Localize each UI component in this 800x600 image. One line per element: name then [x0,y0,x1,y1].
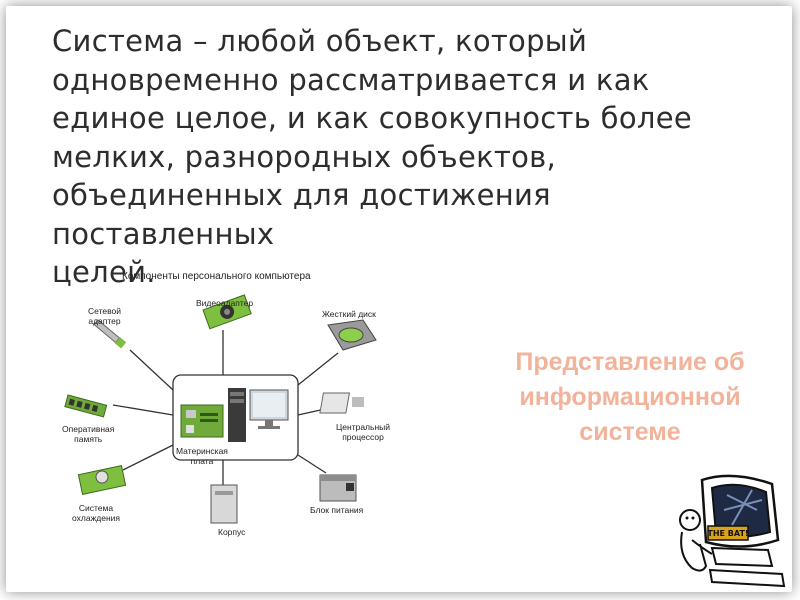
diagram-connectors [112,330,344,490]
tower-image [228,388,246,442]
label-line: Центральный [336,422,390,432]
label-line: Материнская [176,446,228,456]
logo-text: THE BAT! [707,529,748,538]
label-network-adapter: Сетевой адаптер [88,306,121,326]
subtitle-line: Представление об [515,348,745,376]
definition-text: Система – любой объект, который одноврем… [52,22,772,292]
definition-line: целей. [52,255,156,289]
definition-line: мелких, разнородных объектов, [52,139,557,174]
label-psu: Блок питания [310,505,364,515]
diagram-title: Компоненты персонального компьютера [122,271,311,282]
label-line: Оперативная [62,424,115,434]
motherboard-image [180,404,224,438]
cooling-image [77,465,127,495]
label-line: Сетевой [88,306,122,316]
network-adapter-image [93,319,127,349]
label-line: память [74,434,103,444]
label-motherboard: Материнская плата [176,446,228,466]
cpu-image [319,392,364,414]
subtitle-line: информационной [519,383,741,411]
subtitle-line: системе [579,418,681,446]
video-adapter-image [202,294,252,330]
hard-disk-image [327,319,377,351]
label-cpu: Центральный процессор [336,422,390,442]
psu-image [319,474,357,502]
label-case: Корпус [218,527,246,537]
ram-image [64,394,108,418]
monitor-image [249,389,289,429]
case-image [210,484,238,524]
label-hard-disk: Жесткий диск [322,309,376,319]
label-video-adapter: Видеоадаптер [196,298,254,308]
label-line: плата [190,456,214,466]
definition-line: одновременно рассматривается и как [52,62,650,97]
the-bat-logo: THE BAT! [679,474,786,588]
label-line: Система [78,503,114,513]
label-line: процессор [342,432,384,442]
definition-line: единое целое, и как совокупность более [52,101,692,135]
label-line: адаптер [88,316,121,326]
definition-line: объединенных для достижения поставленных [52,178,551,251]
slide-subtitle: Представление об информационной системе [480,345,780,450]
definition-line: Система – любой объект, который [52,24,588,58]
label-cooling: Система охлаждения [72,503,120,523]
label-ram: Оперативная память [62,424,114,444]
label-line: охлаждения [72,513,120,523]
pc-components-diagram [64,294,377,524]
